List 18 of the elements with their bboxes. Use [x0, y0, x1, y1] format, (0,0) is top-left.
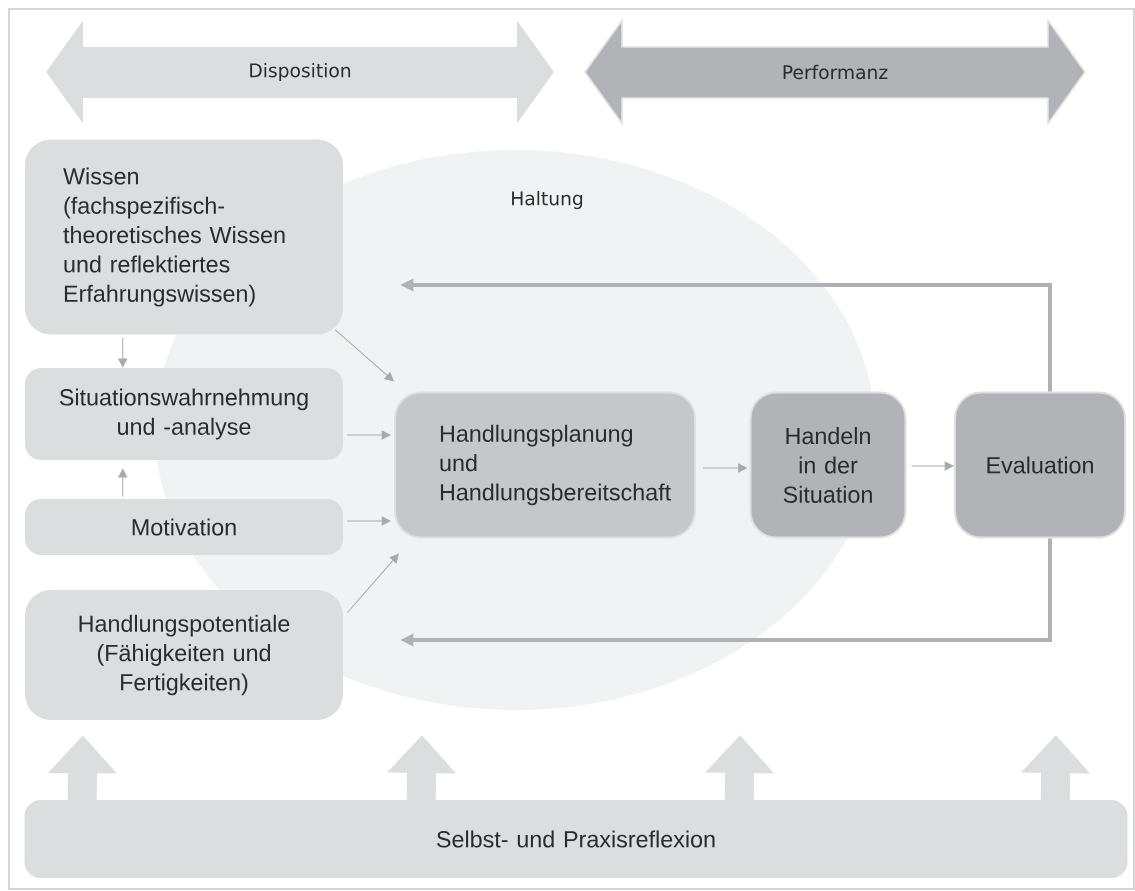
process-box: Handlungspotentiale (Fähigkeiten und Fertigkeiten) — [25, 590, 343, 720]
arrow — [346, 516, 391, 526]
arrow — [346, 553, 399, 614]
process-box: Situationswahrnehmung und -analyse — [25, 368, 343, 460]
arrow — [118, 468, 128, 498]
knowledge-box: Wissen (fachspezifisch-theoretisches Wissen und reflektiertes Erfahrungswissen) — [25, 139, 343, 335]
double-arrow-banner: Performanz — [584, 18, 1086, 126]
process-box: Motivation — [25, 499, 343, 555]
arrow — [702, 463, 747, 473]
double-arrow-banner: Disposition — [46, 20, 554, 124]
process-box: Handlungsplanung und Handlungsbereitschaft — [394, 391, 696, 539]
arrow — [346, 430, 391, 440]
arrow — [118, 337, 128, 368]
reflection-bar: Selbst- und Praxisreflexion — [24, 800, 1128, 878]
process-box: Evaluation — [954, 391, 1126, 539]
arrow — [911, 461, 954, 471]
arrow — [334, 329, 394, 382]
process-box: Handeln in der Situation — [749, 391, 907, 539]
